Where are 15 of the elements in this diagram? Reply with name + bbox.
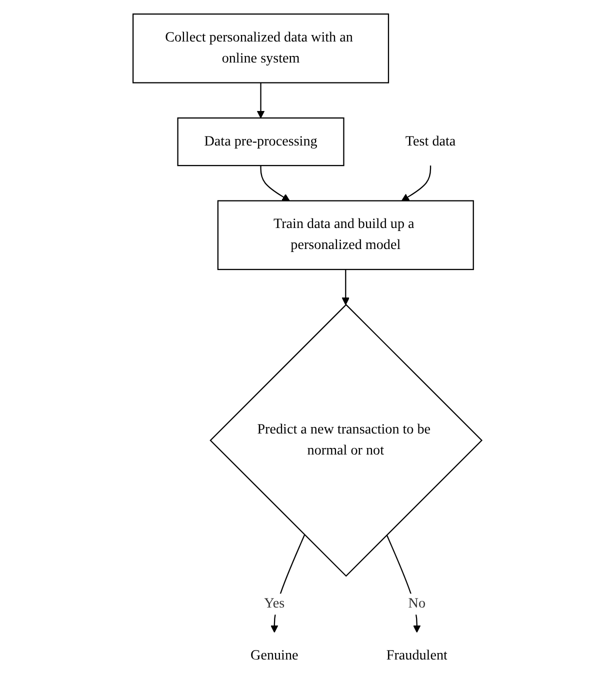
arrow	[270, 534, 305, 632]
arrow	[401, 165, 432, 201]
node-diamond: Predict a new transaction to be normal or not	[210, 303, 482, 576]
node-box: Data pre-processing	[177, 116, 344, 166]
node-text: Genuine	[250, 648, 298, 663]
node-text: Test data	[405, 133, 456, 148]
edge-label: Yes	[264, 596, 285, 611]
node-box: Train data and build up a personalized model	[217, 200, 474, 270]
arrow	[256, 82, 265, 118]
node-box: Collect personalized data with an online system	[132, 12, 389, 83]
edge-label: No	[408, 596, 426, 611]
node-text: Fraudulent	[386, 648, 448, 663]
arrow	[342, 268, 350, 305]
arrow	[386, 534, 421, 632]
arrow	[260, 165, 290, 201]
